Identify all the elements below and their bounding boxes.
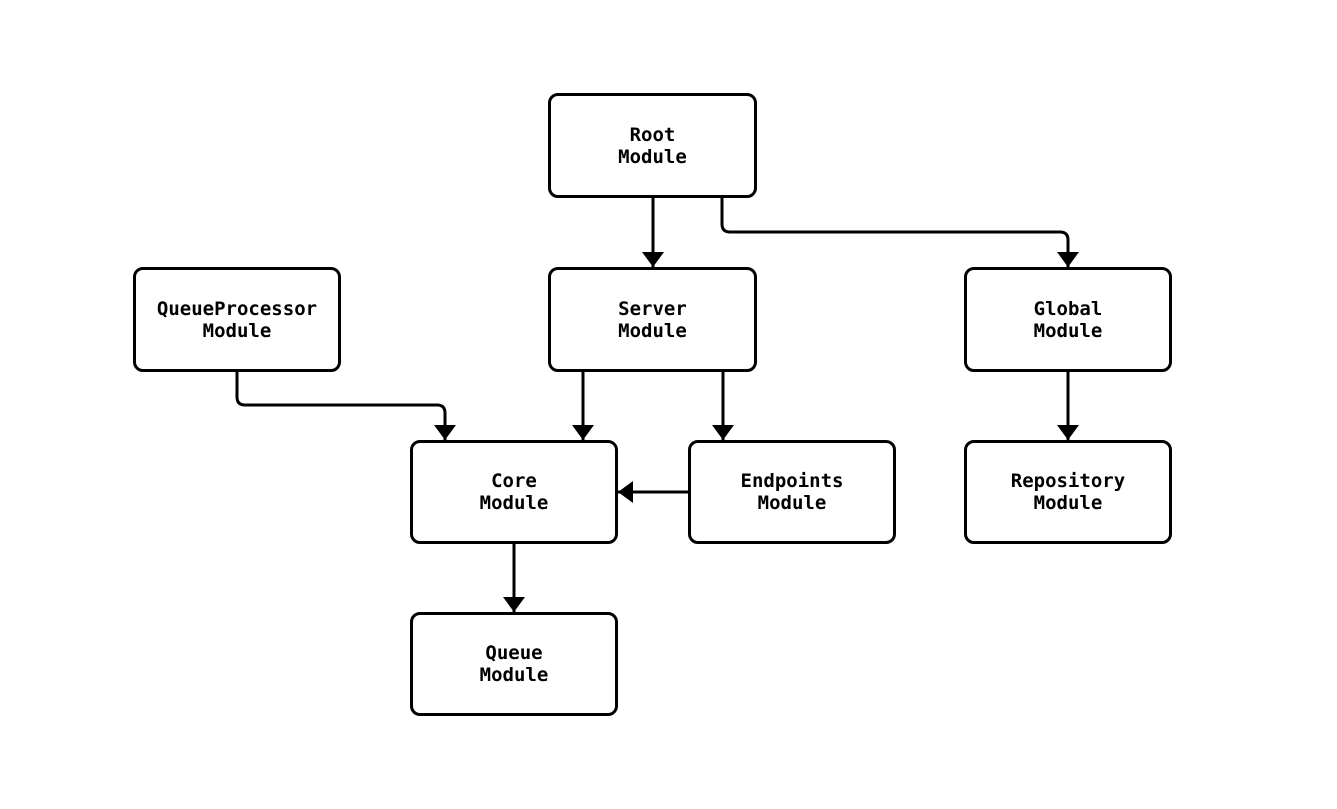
node-root: Root Module: [548, 93, 757, 198]
node-repository-label: Repository Module: [1010, 470, 1126, 514]
node-queueprocessor-label: QueueProcessor Module: [156, 297, 318, 342]
node-endpoints: Endpoints Module: [688, 440, 896, 544]
node-endpoints-label: Endpoints Module: [740, 470, 844, 514]
node-server: Server Module: [548, 267, 757, 372]
node-server-label: Server Module: [618, 297, 687, 342]
node-queue: Queue Module: [410, 612, 618, 716]
node-queueprocessor: QueueProcessor Module: [133, 267, 341, 372]
node-global-label: Global Module: [1033, 297, 1103, 342]
node-queue-label: Queue Module: [479, 642, 549, 686]
node-global: Global Module: [964, 267, 1172, 372]
node-repository: Repository Module: [964, 440, 1172, 544]
node-root-label: Root Module: [618, 123, 687, 168]
edge-queueprocessor-to-core: [235, 372, 456, 440]
edge-root-to-global: [720, 198, 1079, 267]
node-core: Core Module: [410, 440, 618, 544]
node-core-label: Core Module: [479, 470, 549, 514]
